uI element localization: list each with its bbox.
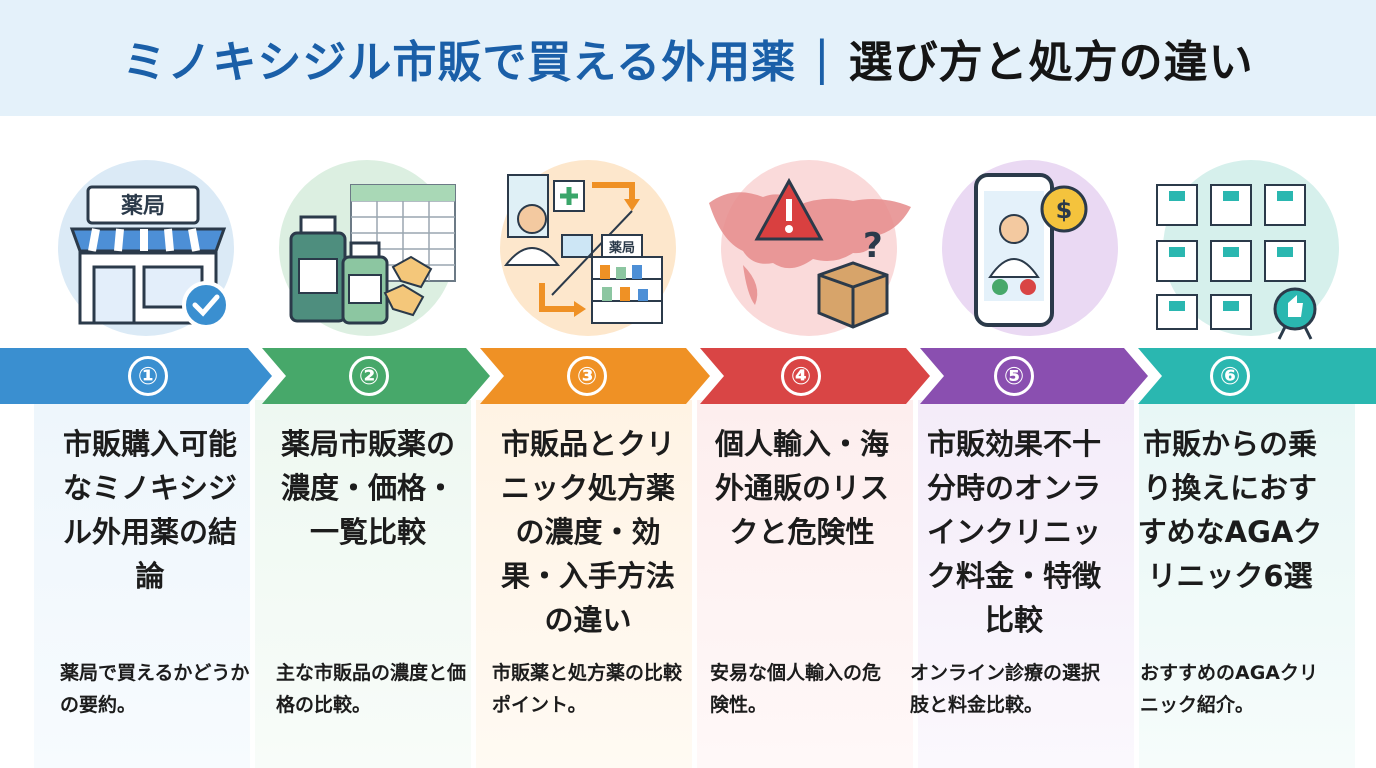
step-desc-2: 主な市販品の濃度と価格の比較。 bbox=[276, 662, 467, 716]
step-desc-5: オンライン診療の選択肢と料金比較。 bbox=[910, 662, 1101, 716]
step-number-4: ④ bbox=[781, 356, 821, 396]
column-bg-1 bbox=[34, 400, 250, 768]
column-bg-5 bbox=[918, 400, 1134, 768]
smartphone-doctor-coin-icon: $ bbox=[974, 173, 1088, 327]
step-heading-2: 薬局市販薬の濃度・価格・一覧比較 bbox=[280, 427, 455, 549]
chevron-6 bbox=[1138, 348, 1376, 404]
step-heading-1: 市販購入可能なミノキシジル外用薬の結論 bbox=[62, 427, 237, 593]
title-separator: | bbox=[814, 31, 831, 85]
step-number-6: ⑥ bbox=[1210, 356, 1250, 396]
step-desc-3: 市販薬と処方薬の比較ポイント。 bbox=[492, 662, 683, 716]
column-bg-4 bbox=[697, 400, 913, 768]
step-heading-4: 個人輸入・海外通販のリスクと危険性 bbox=[714, 427, 889, 549]
step-desc-6: おすすめのAGAクリニック紹介。 bbox=[1140, 662, 1319, 716]
title-main: ミノキシジル市販で買える外用薬 bbox=[122, 37, 797, 88]
medicine-bottles-price-table-icon bbox=[289, 184, 456, 325]
column-bg-2 bbox=[255, 400, 471, 768]
svg-text:$: $ bbox=[1056, 196, 1073, 224]
pharmacy-sign-text: 薬局 bbox=[121, 194, 165, 219]
step-desc-4: 安易な個人輸入の危険性。 bbox=[710, 662, 882, 716]
svg-text:?: ? bbox=[863, 226, 883, 266]
clinic-buildings-badge-icon bbox=[1156, 184, 1317, 340]
step-chevron-band bbox=[0, 348, 1376, 404]
chevron-5 bbox=[920, 348, 1148, 404]
step-heading-6: 市販からの乗り換えにおすすめなAGAクリニック6選 bbox=[1137, 427, 1323, 593]
doctor-vs-pharmacy-icon: 薬局 bbox=[503, 174, 663, 324]
step-number-5: ⑤ bbox=[994, 356, 1034, 396]
column-bg-6 bbox=[1139, 400, 1355, 768]
step-heading-5: 市販効果不十分時のオンラインクリニック料金・特徴比較 bbox=[926, 427, 1101, 637]
header-banner bbox=[0, 0, 1376, 116]
step-number-3: ③ bbox=[567, 356, 607, 396]
page-title: ミノキシジル市販で買える外用薬 | 選び方と処方の違い bbox=[0, 0, 1376, 116]
step-desc-1: 薬局で買えるかどうかの要約。 bbox=[60, 662, 250, 716]
step-number-2: ② bbox=[349, 356, 389, 396]
title-sub: 選び方と処方の違い bbox=[848, 37, 1254, 88]
pharmacy-sign-text-2: 薬局 bbox=[608, 240, 635, 256]
step-number-1: ① bbox=[128, 356, 168, 396]
step-heading-3: 市販品とクリニック処方薬の濃度・効果・入手方法の違い bbox=[500, 427, 675, 637]
column-bg-3 bbox=[476, 400, 692, 768]
pharmacy-store-check-icon: 薬局 bbox=[69, 185, 230, 329]
world-map-warning-package-icon: ? bbox=[709, 177, 911, 329]
